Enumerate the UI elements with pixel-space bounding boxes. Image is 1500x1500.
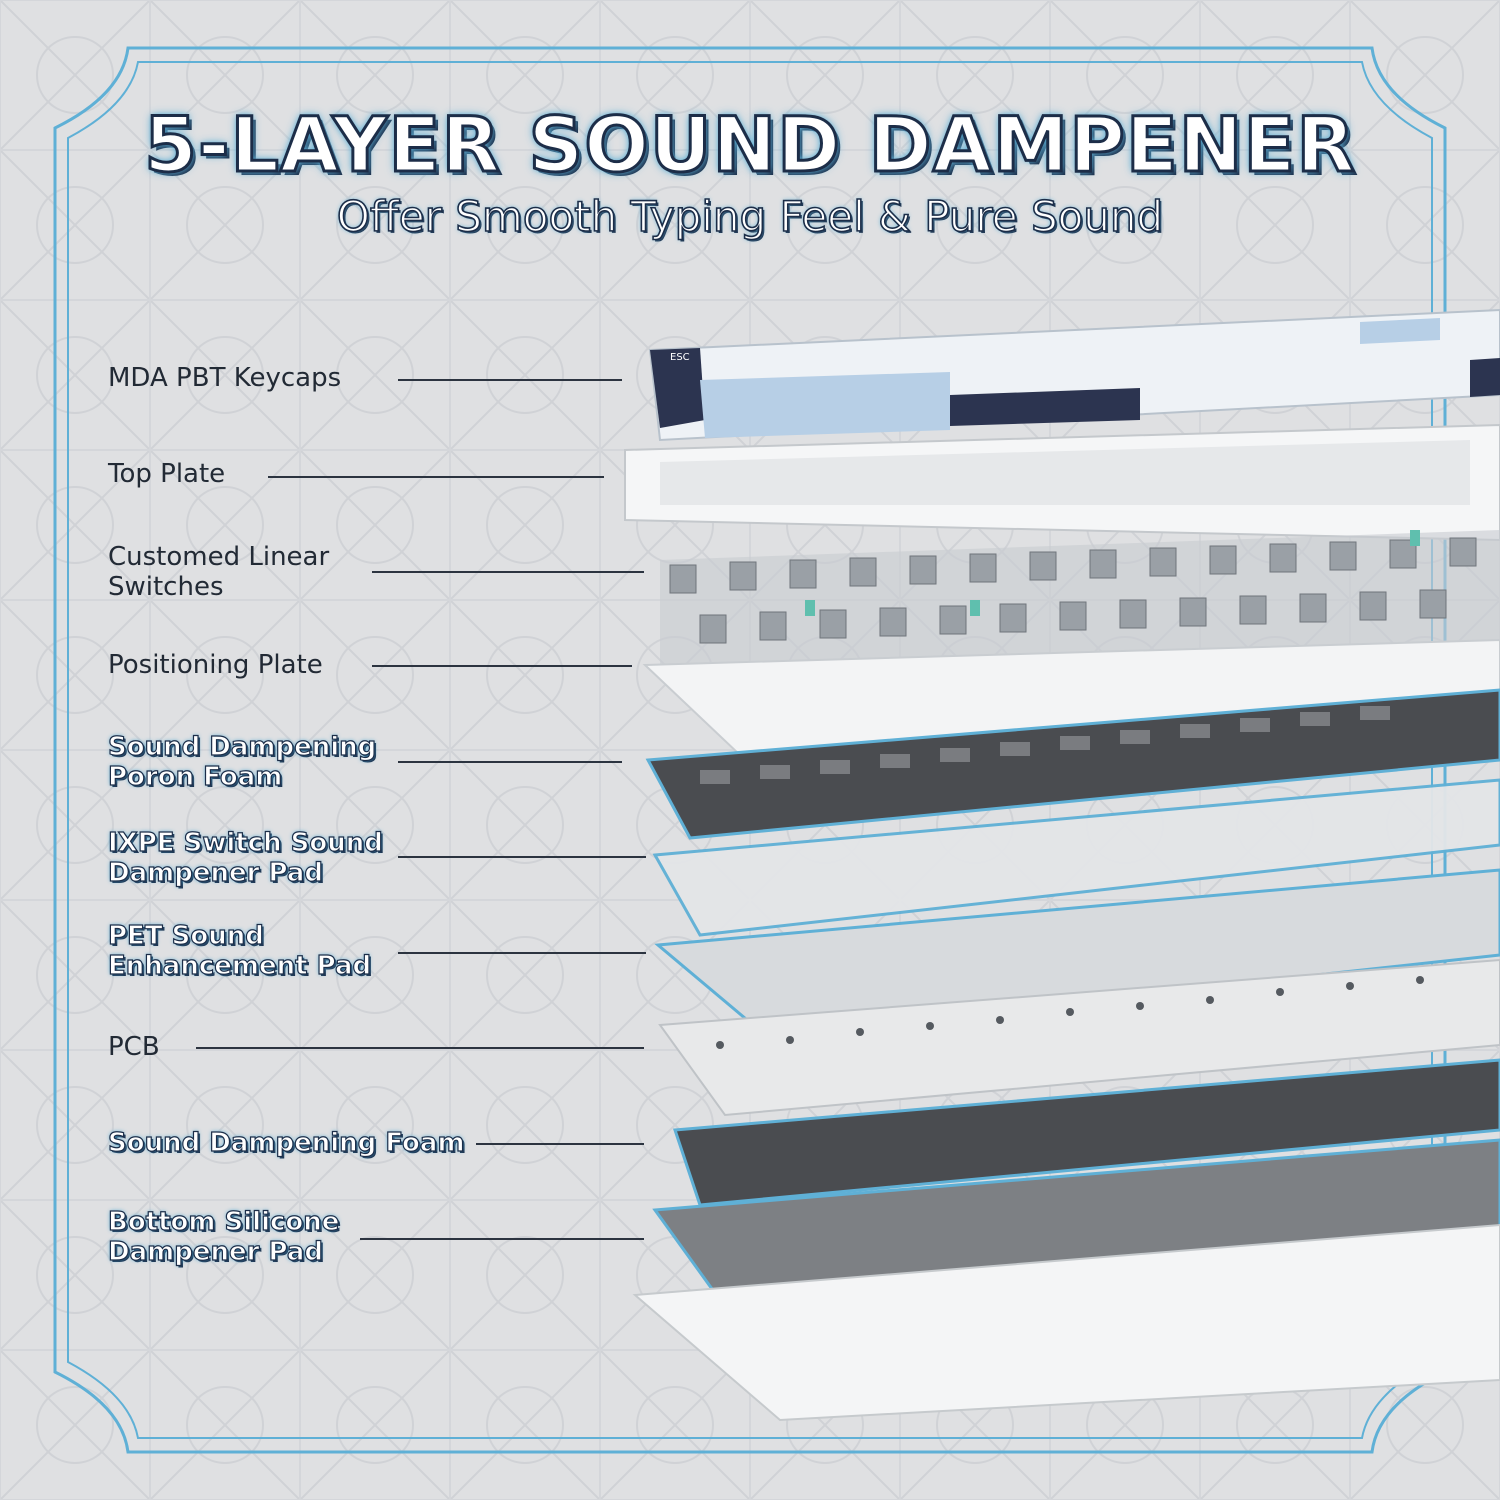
leader-line <box>196 1047 644 1049</box>
label-bottom-silicone-dampener-pad: Bottom Silicone Dampener Pad <box>107 1206 340 1267</box>
label-positioning-plate: Positioning Plate <box>108 650 323 680</box>
leader-line <box>268 476 604 478</box>
pcb-layer <box>658 958 1500 1117</box>
esc-key-legend: ESC <box>670 352 690 363</box>
label-mda-pbt-keycaps: MDA PBT Keycaps <box>108 363 342 393</box>
pet-pad-layer <box>654 868 1500 1037</box>
leader-line <box>360 1238 644 1240</box>
keycaps-layer: ESC <box>648 308 1500 442</box>
page-subtitle: Offer Smooth Typing Feel & Pure Sound <box>336 191 1164 242</box>
silicone-pad-layer <box>652 1138 1500 1302</box>
label-pcb: PCB <box>108 1032 160 1062</box>
label-sound-dampening-foam: Sound Dampening Foam <box>107 1127 465 1158</box>
leader-line <box>476 1143 644 1145</box>
label-sound-dampening-poron-foam: Sound Dampening Poron Foam <box>107 731 377 792</box>
label-top-plate: Top Plate <box>108 459 226 489</box>
page-title: 5-LAYER SOUND DAMPENER <box>143 99 1357 191</box>
switches-layer <box>660 530 1500 670</box>
top-plate-layer <box>624 423 1500 542</box>
leader-line <box>398 761 622 763</box>
leader-line <box>398 856 646 858</box>
bottom-case-layer <box>632 1223 1500 1422</box>
label-customed-linear-switches: Customed Linear Switches <box>108 542 330 602</box>
label-ixpe-switch-sound-dampener-pad: IXPE Switch Sound Dampener Pad <box>107 827 383 888</box>
leader-line <box>398 379 622 381</box>
ixpe-pad-layer <box>652 778 1500 937</box>
dampening-foam-layer <box>672 1058 1500 1207</box>
label-pet-sound-enhancement-pad: PET Sound Enhancement Pad <box>107 920 372 981</box>
leader-line <box>372 571 644 573</box>
poron-foam-layer <box>645 688 1500 840</box>
leader-line <box>398 952 646 954</box>
leader-line <box>372 665 632 667</box>
